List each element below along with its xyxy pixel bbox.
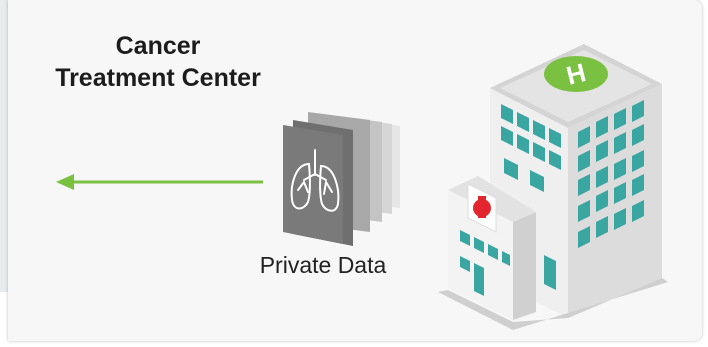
lung-scan-icon (283, 112, 400, 246)
helipad-icon: H (544, 56, 608, 92)
hospital-icon: H (438, 44, 668, 330)
title-line-2: Treatment Center (55, 64, 261, 92)
diagram-card: Cancer Treatment Center (8, 0, 702, 341)
diagram-graphics: H (56, 44, 668, 330)
title-line-1: Cancer (115, 32, 201, 60)
left-arrow-icon (56, 174, 263, 190)
private-data-label: Private Data (259, 252, 387, 278)
diagram-title: Cancer Treatment Center (8, 30, 308, 94)
medical-cross-icon (473, 196, 491, 218)
